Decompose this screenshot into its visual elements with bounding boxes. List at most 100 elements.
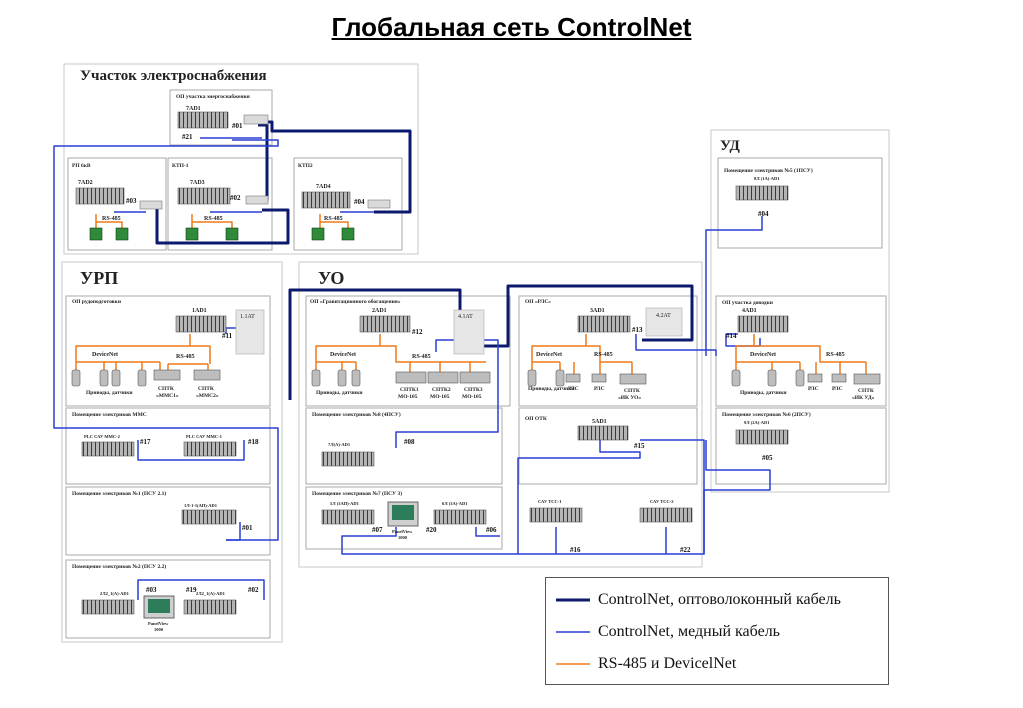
legend-swatch-copper — [556, 631, 590, 633]
tap-4-2at — [645, 307, 683, 337]
label-psu3a: 5Л (3АП)-AD1 — [330, 501, 360, 506]
section-ktp2-title: КТП2 — [298, 163, 313, 169]
rls-label-4: РЛС — [832, 386, 843, 392]
label-7ad3: 7AD3 — [190, 180, 205, 186]
rack-2ad1 — [359, 315, 411, 333]
rack-3ad1 — [577, 315, 631, 333]
node-01-room1: #01 — [242, 524, 253, 532]
panelview-room7-screen — [392, 505, 414, 520]
section-op-rudo — [65, 295, 271, 407]
rs485-rp6 — [95, 214, 123, 229]
drive-uo-1 — [311, 369, 321, 387]
rls-label-2: РЛС — [594, 386, 605, 392]
label-panelview-room2-num: 1000 — [154, 627, 164, 632]
drive-uo-2 — [337, 369, 347, 387]
node-07: #07 — [372, 526, 383, 534]
section-room2-title: Помещение электриков №2 (ПСУ 2.2) — [72, 563, 166, 570]
legend-row-copper: ControlNet, медный кабель — [556, 620, 780, 644]
rs485-ktp1 — [191, 214, 233, 229]
drive-urp-3 — [111, 369, 121, 387]
drive-urp-4 — [137, 369, 147, 387]
region-urp-title: УРП — [80, 268, 118, 288]
rs485-label-ktp2: RS-485 — [324, 216, 343, 222]
legend-row-fiber: ControlNet, оптоволоконный кабель — [556, 588, 841, 612]
tap-1-1at — [235, 309, 265, 355]
rs485-label-ud: RS-485 — [826, 352, 845, 358]
legend-label-rs485: RS-485 и DevicelNet — [598, 655, 737, 672]
section-room5-title: Помещение электриков №5 (1ПСУ) — [724, 167, 813, 174]
drives-label-uo: Приводы, датчики — [316, 390, 363, 396]
section-mms-title: Помещение электриков ММС — [72, 412, 147, 418]
section-rp6-title: РП 6кВ — [72, 163, 91, 169]
rack-mms1 — [183, 441, 237, 457]
node-14: #14 — [726, 332, 737, 340]
section-op-otk-title: ОП ОТК — [525, 416, 547, 422]
tap-ktp1-02 — [245, 195, 269, 205]
sptk3-label-a: СПТК3 — [464, 387, 483, 393]
sptk-mms1-label-b: «ММС1» — [156, 393, 179, 399]
copper-ud-up — [705, 216, 763, 356]
drives-label-urp: Приводы, датчики — [86, 390, 133, 396]
rack-psu3b — [433, 509, 487, 525]
copper-room2 — [137, 579, 265, 600]
rack-7ad3 — [177, 187, 231, 205]
node-16: #16 — [570, 546, 581, 554]
meter-ktp1-1 — [185, 227, 199, 241]
label-psu8: 7Л(А)-AD1 — [328, 442, 351, 447]
rs485-label-rp6: RS-485 — [102, 216, 121, 222]
node-01-power: #01 — [232, 122, 243, 130]
section-ktp1 — [167, 157, 273, 251]
section-room1 — [65, 486, 271, 556]
rack-psu22a — [81, 599, 135, 615]
label-panelview-room7-num: 1000 — [398, 535, 408, 540]
legend-swatch-rs485 — [556, 663, 590, 665]
fiber-power-loop — [258, 120, 412, 214]
tap-4-1at — [453, 309, 485, 355]
meter-ktp1-2 — [225, 227, 239, 241]
node-05: #05 — [762, 454, 773, 462]
copper-room1 — [226, 522, 241, 541]
meter-rp6-2 — [115, 227, 129, 241]
rack-sau1 — [529, 507, 583, 523]
meter-rp6-1 — [89, 227, 103, 241]
rls-label-1: РЛС — [568, 386, 579, 392]
node-11: #11 — [222, 332, 233, 340]
label-psu22a: 2Л2_1(А)-AD1 — [100, 591, 130, 596]
copper-room7 — [341, 439, 705, 555]
rack-psu22b — [183, 599, 237, 615]
sptk1-label-b: МО-105 — [398, 394, 418, 400]
meter-ktp2-1 — [311, 227, 325, 241]
section-room8 — [305, 407, 503, 485]
copper-mms — [137, 440, 245, 461]
node-21: #21 — [182, 133, 193, 141]
sptk3 — [459, 371, 491, 384]
legend-swatch-fiber — [556, 598, 590, 602]
label-plc-mms1: PLC САУ ММС-1 — [186, 434, 223, 439]
node-08: #08 — [404, 438, 415, 446]
label-psu2: 9Л (2А)-AD1 — [744, 420, 770, 425]
sptk-ikud — [853, 373, 881, 385]
rack-mms2 — [81, 441, 135, 457]
section-op-rudo-title: ОП рудоподготовки — [72, 299, 122, 305]
devicenet-label-ud: DeviceNet — [750, 352, 776, 358]
drive-uo-3 — [351, 369, 361, 387]
node-02-room2: #02 — [248, 586, 259, 594]
section-room7-title: Помещение электриков №7 (ПСУ 3) — [312, 490, 402, 497]
legend-label-copper: ControlNet, медный кабель — [598, 623, 780, 640]
sptk-mms1-label-a: СПТК — [158, 386, 174, 392]
region-uo-frame — [298, 261, 703, 568]
section-room5 — [717, 157, 883, 249]
label-sau1: САУ ТСС-1 — [538, 499, 562, 504]
node-03-room2: #03 — [146, 586, 157, 594]
rack-1ad1 — [175, 315, 227, 333]
sptk-ikuo-label-b: «ИК УО» — [618, 395, 641, 401]
copper-otk — [517, 440, 641, 554]
node-12: #12 — [412, 328, 423, 336]
sptk-mms1 — [153, 369, 181, 381]
label-7ad1: 7AD1 — [186, 106, 201, 112]
section-op-rls — [518, 295, 698, 407]
copper-dovodka — [725, 333, 761, 347]
section-room8-title: Помещение электриков №8 (4ПСУ) — [312, 411, 401, 418]
rls-4 — [831, 373, 847, 383]
region-ud-frame — [710, 129, 890, 493]
